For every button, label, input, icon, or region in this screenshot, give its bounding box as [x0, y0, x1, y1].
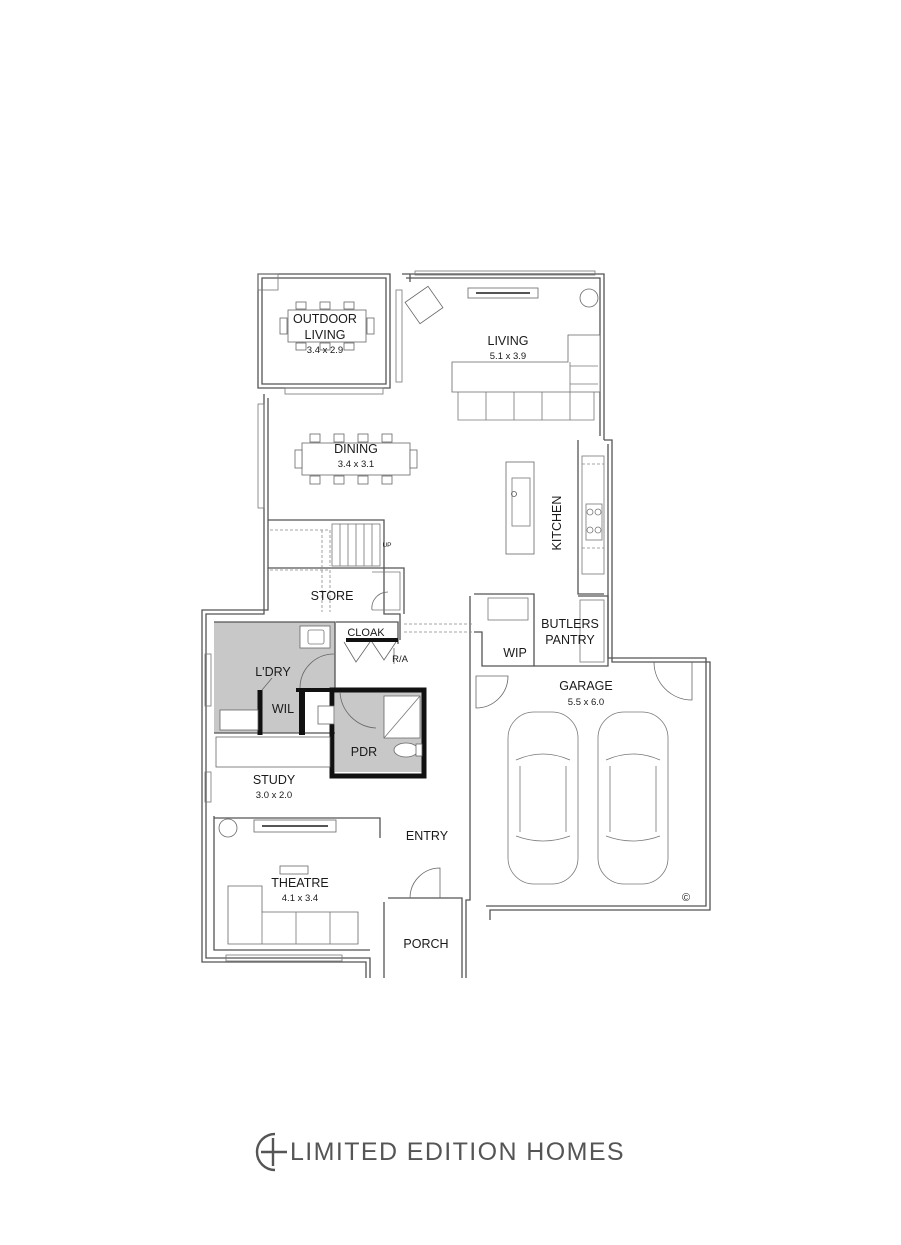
study-desk: [215, 736, 331, 768]
laundry-wet-area: [214, 622, 335, 733]
laundry-fixtures: [219, 625, 335, 731]
wil-area: [264, 690, 302, 733]
logo-mark: [255, 1132, 287, 1172]
kitchen-label: KITCHEN: [550, 496, 564, 551]
interior-walls: [213, 440, 609, 951]
porch-label: PORCH: [403, 937, 448, 951]
theatre-dim: 4.1 x 3.4: [282, 893, 318, 904]
dining-table: [294, 433, 418, 485]
ra-label: R/A: [392, 654, 409, 665]
kitchen-fixtures: [487, 455, 605, 663]
car-right: [597, 711, 669, 885]
outdoor-living-dim: 3.4 x 2.9: [307, 345, 343, 356]
wil-label: WIL: [272, 702, 294, 716]
outdoor-living-label-2: LIVING: [305, 328, 346, 342]
outdoor-living-label-1: OUTDOOR: [293, 312, 357, 326]
car-left: [507, 711, 579, 885]
study-dim: 3.0 x 2.0: [256, 790, 292, 801]
copyright-mark: ©: [682, 892, 690, 904]
column: [257, 273, 279, 291]
outdoor-table: [279, 301, 375, 351]
dining-dim: 3.4 x 3.1: [338, 459, 374, 470]
cloak-label: CLOAK: [347, 627, 385, 639]
wip-label: WIP: [503, 646, 527, 660]
pdr-label: PDR: [351, 745, 377, 759]
dining-label: DINING: [334, 442, 378, 456]
entry-label: ENTRY: [406, 829, 449, 843]
study-label: STUDY: [253, 773, 296, 787]
garage-label: GARAGE: [559, 679, 613, 693]
garage-fixtures: [475, 661, 693, 885]
living-furniture: [404, 285, 601, 421]
thick-walls: [257, 638, 427, 779]
butlers-pantry-label-2: PANTRY: [545, 633, 595, 647]
stairs-up-label: UP: [382, 542, 391, 549]
pdr-fixtures: [317, 691, 423, 758]
theatre-furniture: [218, 818, 359, 945]
store-label: STORE: [311, 589, 354, 603]
windows: [204, 270, 596, 962]
cloak-doors: [343, 641, 397, 664]
living-dim: 5.1 x 3.9: [490, 351, 526, 362]
entry-door: [409, 867, 441, 899]
laundry-label: L'DRY: [255, 665, 291, 679]
butlers-pantry-label-1: BUTLERS: [541, 617, 599, 631]
garage-dim: 5.5 x 6.0: [568, 697, 604, 708]
brand-name: LIMITED EDITION HOMES: [290, 1138, 625, 1166]
stairs: [270, 523, 401, 612]
theatre-label: THEATRE: [271, 876, 328, 890]
living-label: LIVING: [488, 334, 529, 348]
